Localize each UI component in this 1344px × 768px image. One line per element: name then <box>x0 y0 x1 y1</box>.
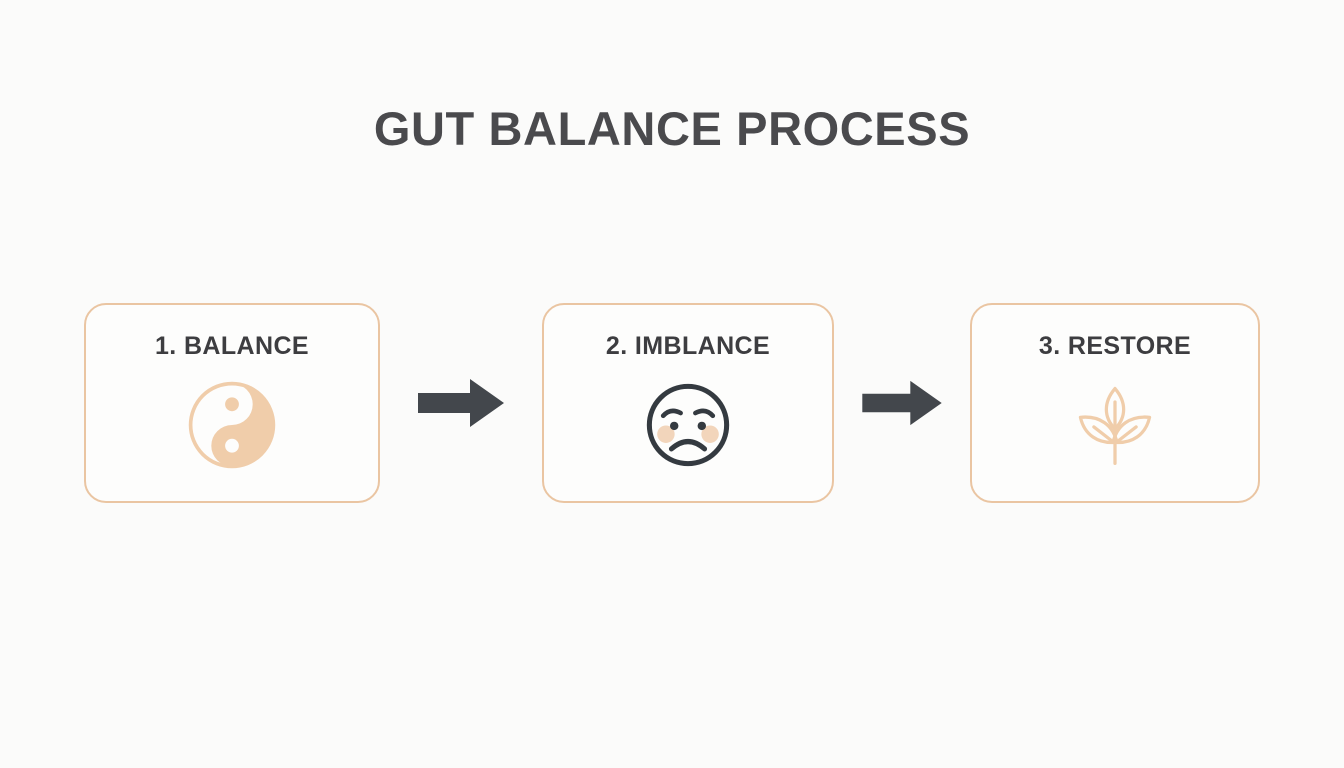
step-2-label: 2. IMBLANCE <box>605 332 771 360</box>
arrow-right-icon-1 <box>382 377 540 429</box>
process-step-card-2[interactable]: 2. IMBLANCE <box>542 303 834 503</box>
yin-yang-icon <box>184 377 280 473</box>
page-title: GUT BALANCE PROCESS <box>373 102 971 155</box>
sad-face-icon <box>640 377 736 473</box>
leaf-plant-icon <box>1067 377 1163 473</box>
step-1-label: 1. BALANCE <box>154 332 309 360</box>
process-flow: 1. BALANCE 2. IMBLA <box>84 303 1260 503</box>
arrow-right-icon-2 <box>836 379 968 427</box>
step-3-label: 3. RESTORE <box>1038 332 1192 360</box>
process-step-card-1[interactable]: 1. BALANCE <box>84 303 380 503</box>
process-step-card-3[interactable]: 3. RESTORE <box>970 303 1260 503</box>
